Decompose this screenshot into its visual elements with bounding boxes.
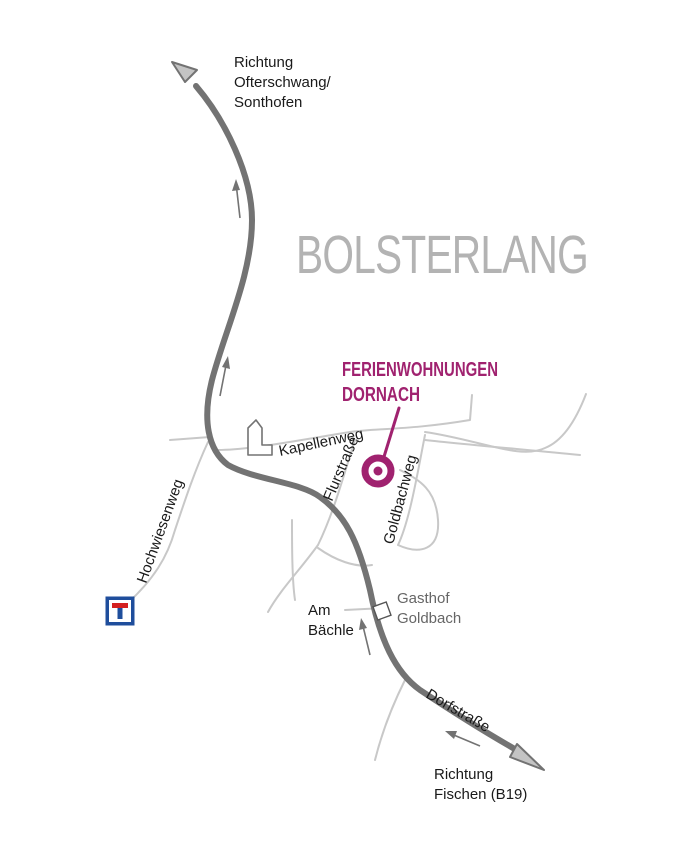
road-left-spur (169, 436, 211, 441)
small-arrow-west-icon (445, 731, 481, 747)
small-arrow-up-2-icon (219, 356, 230, 397)
road-flur-loop (317, 547, 373, 567)
road-south-branch (291, 519, 296, 601)
building-icon (372, 601, 392, 621)
town-name: BOLSTERLANG (296, 225, 588, 285)
arrow-south-icon (509, 743, 545, 771)
destination-label-line1: FERIENWOHNUNGEN (342, 359, 498, 381)
road-flur-west (267, 439, 356, 613)
small-arrow-up-3-icon (359, 618, 371, 656)
road-hochwiesenweg (119, 441, 209, 611)
destination-label-line2: DORNACH (342, 384, 420, 406)
road-goldbach-loop (397, 434, 440, 551)
arrow-north-icon (171, 61, 198, 83)
chapel-icon (247, 419, 273, 456)
road-east-lower (424, 439, 581, 456)
small-arrow-up-1-icon (232, 179, 241, 219)
street-label-am-baechle-line1: Am (308, 602, 331, 619)
direction-south-line2: Fischen (B19) (434, 786, 527, 803)
direction-south-line1: Richtung (434, 766, 493, 783)
landmark-gasthof-line1: Gasthof (397, 590, 450, 607)
landmark-gasthof-line2: Goldbach (397, 610, 461, 627)
road-south-west (374, 679, 406, 761)
main-road (171, 61, 545, 771)
direction-north-line2: Ofterschwang/ (234, 74, 332, 91)
direction-north-line1: Richtung (234, 54, 293, 71)
dorfstrasse-road (193, 83, 523, 755)
street-label-hochwiesenweg: Hochwiesenweg (134, 477, 187, 585)
direction-arrows (219, 179, 481, 747)
street-label-am-baechle-line2: Bächle (308, 622, 354, 639)
destination-marker-icon (361, 406, 401, 488)
street-label-dorfstrasse: Dorfstraße (423, 686, 493, 736)
dead-end-sign-icon (105, 596, 135, 626)
road-east-upper (424, 393, 587, 453)
direction-north-line3: Sonthofen (234, 94, 302, 111)
